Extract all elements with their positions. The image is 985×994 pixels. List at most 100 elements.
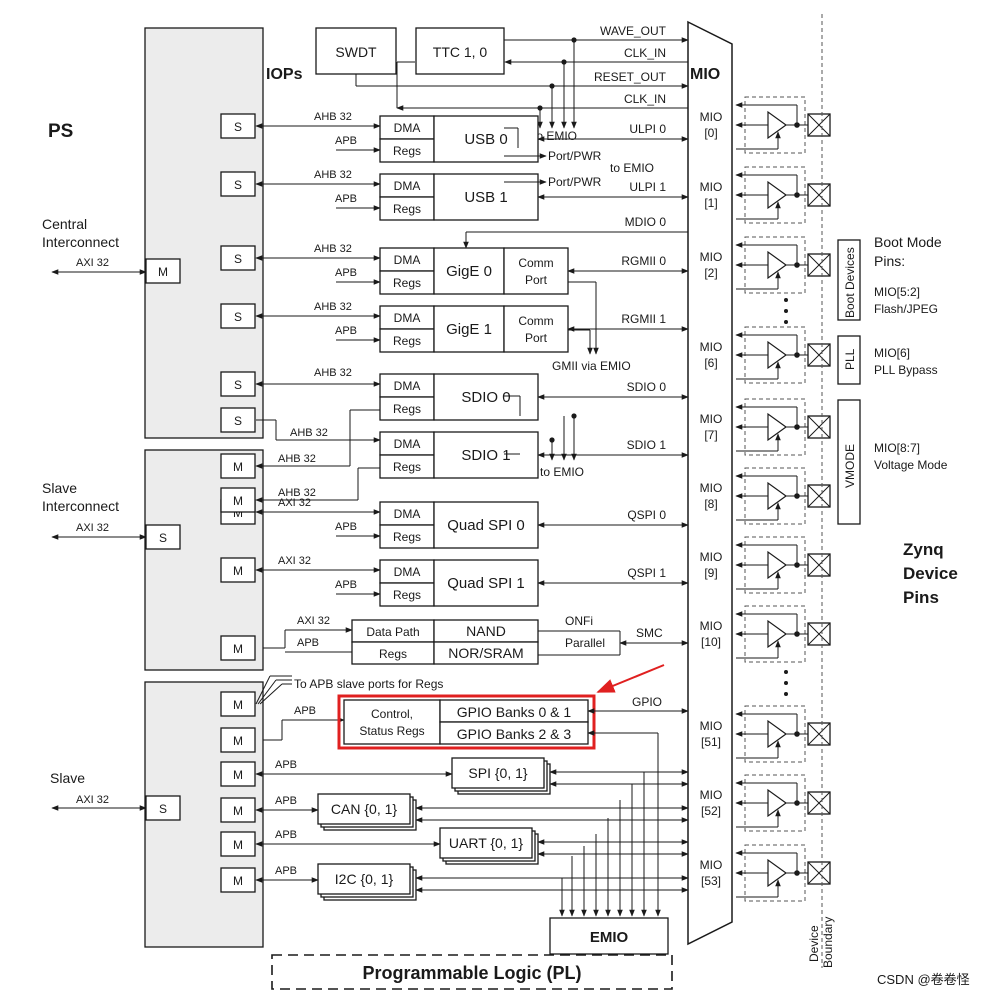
ellipsis-dots bbox=[784, 298, 788, 696]
periph-2-name: GigE 0 bbox=[446, 263, 492, 280]
periph-6-regs-label: Regs bbox=[393, 530, 421, 544]
slave-interconnect-s-port bbox=[145, 524, 181, 550]
sdio-m-bus2-label: AHB 32 bbox=[278, 487, 316, 499]
central-axi-label: AXI 32 bbox=[76, 257, 109, 269]
swdt-label: SWDT bbox=[335, 44, 377, 60]
mio-pin-5-label-1: MIO bbox=[700, 481, 723, 495]
slave-int-m-port bbox=[220, 487, 256, 513]
periph-4-name: SDIO 0 bbox=[461, 389, 510, 406]
mio-pin-1-label-1: MIO bbox=[700, 180, 723, 194]
periph-1-bus-top-label: AHB 32 bbox=[314, 169, 352, 181]
parallel-label: Parallel bbox=[565, 636, 605, 650]
device-boundary-label-1: Device bbox=[807, 925, 821, 962]
periph-1-port bbox=[220, 171, 256, 197]
periph-7-bus-top-label: AXI 32 bbox=[278, 555, 311, 567]
periph-0-port bbox=[220, 113, 256, 139]
top-signal-label: RESET_OUT bbox=[594, 70, 667, 84]
mdio-label: MDIO 0 bbox=[625, 215, 667, 229]
central-m-port-label: M bbox=[158, 265, 168, 279]
to-emio-label: to EMIO bbox=[533, 129, 577, 143]
gpio-highlight-box bbox=[337, 694, 596, 750]
slave-label: Slave bbox=[50, 770, 85, 786]
comm-port-label: Port bbox=[525, 331, 548, 345]
periph-3-port-label: S bbox=[234, 310, 242, 324]
junction-dot bbox=[549, 437, 555, 443]
central-interconnect-label-2: Interconnect bbox=[42, 234, 119, 250]
slave-axi-label: AXI 32 bbox=[76, 794, 109, 806]
top-signal-label: WAVE_OUT bbox=[600, 24, 667, 38]
smc-regs-label: Regs bbox=[379, 647, 407, 661]
nor-sram-label: NOR/SRAM bbox=[448, 645, 523, 661]
mio-pin-0-label-2: [0] bbox=[704, 126, 717, 140]
mio-pin-9-pad-x bbox=[807, 791, 831, 815]
slave-s-port-label: S bbox=[159, 802, 167, 816]
serial-1-m-port bbox=[220, 797, 256, 823]
slave-interconnect-label-2: Interconnect bbox=[42, 498, 119, 514]
port-pwr-label: Port/PWR bbox=[548, 149, 602, 163]
slave-int-m-port-label: M bbox=[233, 460, 243, 474]
mio-pin-2-label-1: MIO bbox=[700, 250, 723, 264]
iops-label: IOPs bbox=[266, 66, 303, 83]
slave-interconnect-axi-label: AXI 32 bbox=[76, 522, 109, 534]
zynq-pins-label-2: Device bbox=[903, 564, 958, 583]
periph-2-port bbox=[220, 245, 256, 271]
periph-5-block bbox=[433, 431, 539, 479]
gpio-m-port-2-label: M bbox=[233, 734, 243, 748]
periph-2-dma-label: DMA bbox=[394, 253, 421, 267]
boot-mode-label-2: Pins: bbox=[874, 253, 905, 269]
sdio1-s-port-label: S bbox=[234, 414, 242, 428]
emio-label: EMIO bbox=[590, 929, 629, 946]
gpio-bank23-label: GPIO Banks 2 & 3 bbox=[457, 726, 572, 742]
serial-0-block bbox=[451, 757, 545, 789]
periph-3-block bbox=[433, 305, 505, 353]
periph-7-block bbox=[433, 559, 539, 607]
periph-5-dma-label: DMA bbox=[394, 437, 421, 451]
mio-pin-3-label-1: MIO bbox=[700, 340, 723, 354]
periph-2-bus-top-label: AHB 32 bbox=[314, 243, 352, 255]
periph-5-name: SDIO 1 bbox=[461, 447, 510, 464]
periph-7-port bbox=[220, 557, 256, 583]
periph-0-bus-apb-label: APB bbox=[335, 135, 357, 147]
mio-pin-0-buffer-icon bbox=[767, 110, 788, 140]
smc-apb-label: APB bbox=[297, 637, 319, 649]
periph-0-bus-top-label: AHB 32 bbox=[314, 111, 352, 123]
sdio0-bus-label: AHB 32 bbox=[314, 367, 352, 379]
mio-pin-0-pad-x bbox=[807, 113, 831, 137]
port-pwr-label: Port/PWR bbox=[548, 175, 602, 189]
periph-0-block bbox=[433, 115, 539, 163]
periph-3-bus-top-label: AHB 32 bbox=[314, 301, 352, 313]
serial-3-apb-label: APB bbox=[275, 865, 297, 877]
nor-sram-block bbox=[433, 641, 539, 665]
mio-mux bbox=[687, 20, 733, 946]
mio-pin-0-label-1: MIO bbox=[700, 110, 723, 124]
boot-mode-label-1: Boot Mode bbox=[874, 234, 942, 250]
mio-pin-4-pad-x bbox=[807, 415, 831, 439]
slave-int-m-port bbox=[220, 453, 256, 479]
periph-5-out-label: SDIO 1 bbox=[627, 438, 667, 452]
serial-0-m-port bbox=[220, 761, 256, 787]
mio-pin-9-label-1: MIO bbox=[700, 788, 723, 802]
apb-fan bbox=[259, 683, 283, 705]
mio-pin-9-buffer-icon bbox=[767, 788, 788, 818]
gpio-m-port bbox=[220, 691, 256, 717]
smc-axi-label: AXI 32 bbox=[297, 615, 330, 627]
mio-pin-6-label-1: MIO bbox=[700, 550, 723, 564]
periph-4-regs-label: Regs bbox=[393, 402, 421, 416]
swdt-block bbox=[315, 27, 397, 75]
mio-pin-1-label-2: [1] bbox=[704, 196, 717, 210]
periph-1-port-label: S bbox=[234, 178, 242, 192]
junction-dot bbox=[571, 413, 577, 419]
periph-7-bus-apb-label: APB bbox=[335, 579, 357, 591]
periph-1-regs-label: Regs bbox=[393, 202, 421, 216]
ps-interconnect-panel bbox=[144, 27, 264, 439]
mio-pin-3-pad-x bbox=[807, 343, 831, 367]
gpio-ctrl-label-1: Control, bbox=[371, 707, 413, 721]
periph-7-regs-label: Regs bbox=[393, 588, 421, 602]
periph-0-out-label: ULPI 0 bbox=[629, 122, 666, 136]
gpio-ctrl-label-2: Status Regs bbox=[359, 724, 424, 738]
mio-pin-5-buffer-icon bbox=[767, 481, 788, 511]
mio-pin-3-label-2: [6] bbox=[704, 356, 717, 370]
device-boundary-label-2: Boundary bbox=[821, 917, 835, 968]
periph-3-bus-apb-label: APB bbox=[335, 325, 357, 337]
